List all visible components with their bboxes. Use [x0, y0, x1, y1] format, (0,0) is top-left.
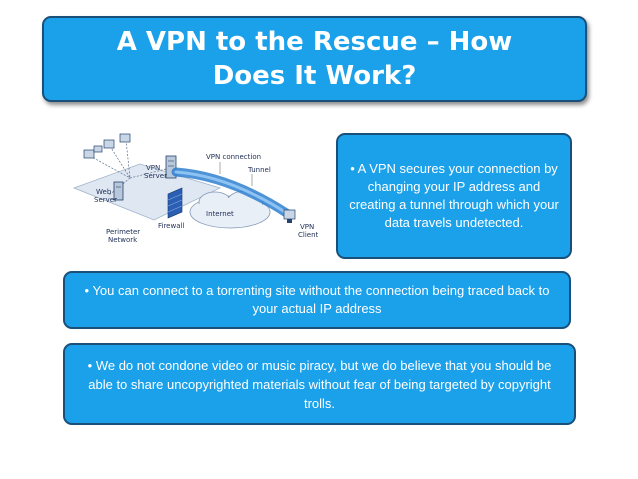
label-internet: Internet	[206, 210, 234, 218]
bullet-piracy: • We do not condone video or music pirac…	[87, 357, 552, 411]
firewall-icon	[167, 187, 183, 219]
label-perimeter-2: Network	[108, 236, 138, 244]
label-web-server-2: Server	[94, 196, 117, 204]
label-web-server-1: Web	[96, 188, 112, 196]
label-perimeter-1: Perimeter	[106, 228, 140, 236]
vpn-network-diagram: VPN connection Tunnel VPN Server Web Ser…	[72, 133, 319, 244]
vpn-tunnel	[171, 167, 293, 219]
label-vpn-client-2: Client	[298, 231, 319, 239]
vpn-client-icon	[283, 209, 296, 223]
title-box: A VPN to the Rescue – How Does It Work?	[42, 16, 587, 102]
callout-torrenting: • You can connect to a torrenting site w…	[63, 271, 571, 329]
label-vpn-server-2: Server	[144, 172, 167, 180]
label-vpn-connection: VPN connection	[206, 153, 261, 161]
vpn-server-icon	[165, 155, 177, 179]
label-firewall: Firewall	[158, 222, 184, 230]
callout-piracy: • We do not condone video or music pirac…	[63, 343, 576, 425]
label-tunnel: Tunnel	[247, 166, 271, 174]
label-vpn-client-1: VPN	[300, 223, 314, 231]
bullet-torrenting: • You can connect to a torrenting site w…	[84, 283, 550, 316]
callout-ip-change: • A VPN secures your connection by chang…	[336, 133, 572, 259]
label-vpn-server-1: VPN	[146, 164, 160, 172]
perimeter-network-platform	[72, 163, 222, 221]
bullet-ip-change: • A VPN secures your connection by chang…	[349, 161, 559, 230]
workstation-icons	[83, 133, 131, 159]
web-server-icon	[113, 181, 124, 201]
page-title: A VPN to the Rescue – How Does It Work?	[116, 27, 513, 91]
